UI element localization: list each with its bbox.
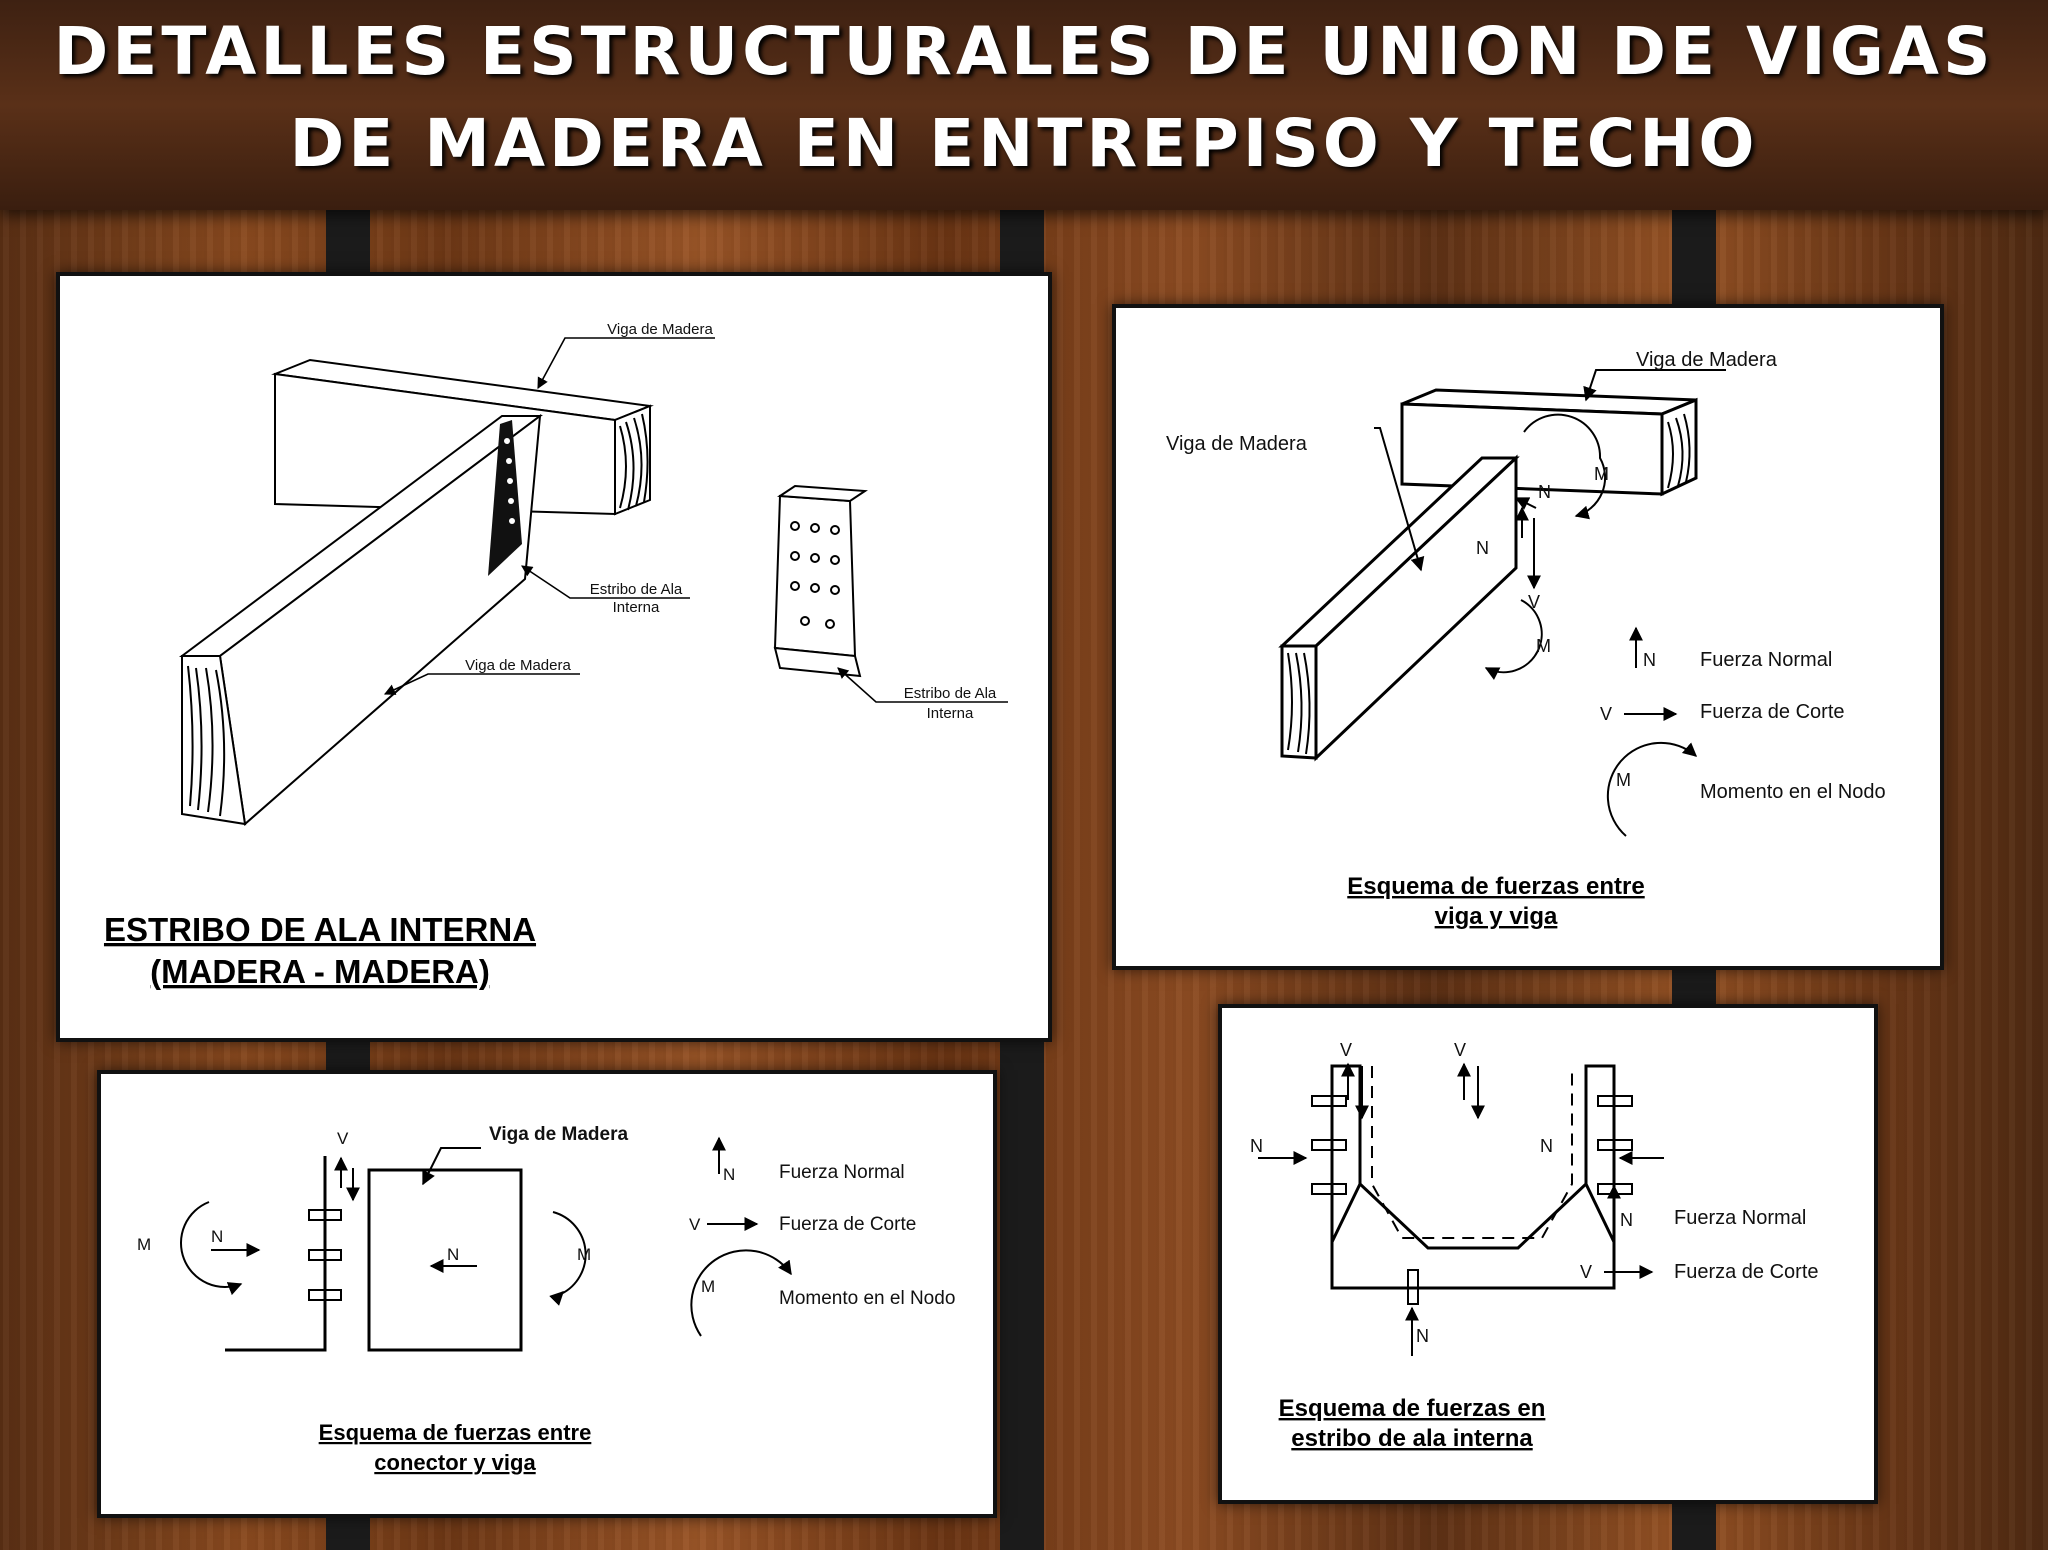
page-title-line-1: DETALLES ESTRUCTURALES DE UNION DE VIGAS [53, 13, 1995, 90]
beam-drawings [1278, 388, 1698, 762]
caption-a-2: (MADERA - MADERA) [150, 953, 490, 990]
label-estribo-b2: Interna [927, 705, 974, 722]
sym-v: V [337, 1129, 349, 1148]
panel-estribo-fuerzas: V V N N N N Fuerza Normal V Fuerza de Co… [1218, 1004, 1878, 1504]
label-estribo-b1: Estribo de Ala [904, 685, 997, 702]
sym-m1: M [1594, 464, 1609, 484]
long-beam-drawing [179, 413, 543, 826]
legend-n: Fuerza Normal [1700, 649, 1832, 671]
sym-n-center: N [447, 1245, 459, 1264]
legend-n: Fuerza Normal [779, 1162, 905, 1183]
legend-v-sym: V [1580, 1262, 1592, 1282]
sym-v1: V [1340, 1040, 1352, 1060]
sym-n1: N [1538, 482, 1551, 502]
legend-m: Momento en el Nodo [779, 1288, 955, 1309]
sym-n-left: N [1250, 1136, 1263, 1156]
caption-c-2: conector y viga [374, 1450, 536, 1475]
title-banner: DETALLES ESTRUCTURALES DE UNION DE VIGAS… [0, 0, 2048, 210]
caption-b-1: Esquema de fuerzas entre [1347, 873, 1644, 900]
caption-d-2: estribo de ala interna [1291, 1425, 1533, 1452]
panel-conector-viga: V Viga de Madera M N N M N Fuerza Normal… [97, 1070, 997, 1518]
standalone-hanger [773, 484, 868, 678]
caption-c-1: Esquema de fuerzas entre [319, 1420, 592, 1445]
sym-m-left: M [137, 1235, 151, 1254]
legend-n-sym: N [1643, 650, 1656, 670]
sym-v2: V [1454, 1040, 1466, 1060]
diagram-estribo: Viga de Madera Estribo de Ala Interna Vi… [104, 321, 1008, 990]
label-viga-left: Viga de Madera [1166, 433, 1308, 455]
label-estribo-1: Estribo de Ala [590, 581, 683, 598]
legend-v-sym: V [1600, 704, 1612, 724]
legend-m-sym: M [1616, 770, 1631, 790]
hanger-section [1311, 1064, 1633, 1305]
sym-m-right: M [577, 1245, 591, 1264]
panel-viga-viga: Viga de Madera Viga de Madera M N N V M … [1112, 304, 1944, 970]
diagram-viga-viga: Viga de Madera Viga de Madera M N N V M … [1166, 349, 1886, 930]
connector-drawing [225, 1156, 523, 1352]
legend-m-sym: M [701, 1277, 715, 1296]
caption-b-2: viga y viga [1435, 903, 1558, 930]
sym-n2: N [1476, 538, 1489, 558]
label-viga: Viga de Madera [489, 1124, 628, 1145]
label-viga-top: Viga de Madera [1636, 349, 1778, 371]
diagram-conector-viga: V Viga de Madera M N N M N Fuerza Normal… [137, 1124, 955, 1475]
legend-v: Fuerza de Corte [779, 1214, 916, 1235]
sym-n-right: N [1540, 1136, 1553, 1156]
legend-m: Momento en el Nodo [1700, 781, 1886, 803]
legend-n: Fuerza Normal [1674, 1207, 1806, 1229]
caption-a-1: ESTRIBO DE ALA INTERNA [104, 911, 536, 948]
label-viga-top: Viga de Madera [607, 321, 713, 338]
page-title-line-2: DE MADERA EN ENTREPISO Y TECHO [289, 105, 1759, 182]
sym-n-bottom: N [1416, 1326, 1429, 1346]
diagram-estribo-fuerzas: V V N N N N Fuerza Normal V Fuerza de Co… [1250, 1040, 1819, 1452]
caption-d-1: Esquema de fuerzas en [1279, 1395, 1546, 1422]
sym-m2: M [1536, 636, 1551, 656]
label-viga-2: Viga de Madera [465, 657, 571, 674]
sym-n-left: N [211, 1227, 223, 1246]
legend-v: Fuerza de Corte [1700, 701, 1845, 723]
legend-v: Fuerza de Corte [1674, 1261, 1819, 1283]
legend-n-sym: N [1620, 1210, 1633, 1230]
label-estribo-2: Interna [613, 599, 660, 616]
legend-n-sym: N [723, 1165, 735, 1184]
legend-v-sym: V [689, 1215, 701, 1234]
hanger-on-beam [488, 420, 522, 576]
panel-estribo-ala-interna: Viga de Madera Estribo de Ala Interna Vi… [56, 272, 1052, 1042]
sym-v: V [1528, 592, 1540, 612]
